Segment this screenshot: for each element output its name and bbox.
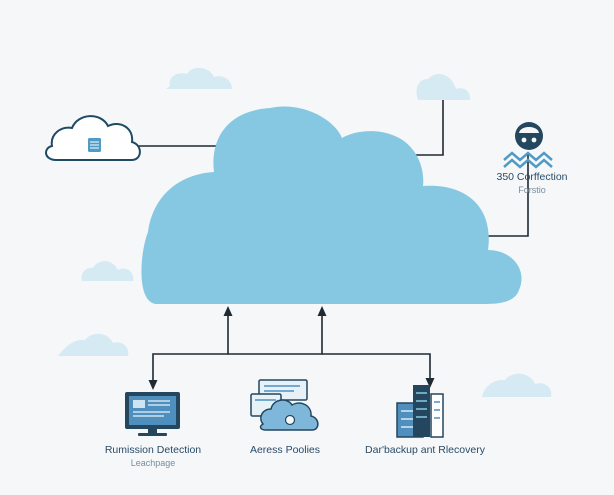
background-cloud-icon: [58, 333, 129, 356]
connector-detection: [152, 315, 229, 383]
arrow-down-icon: [425, 378, 435, 388]
detection-title: Rumission Detection: [104, 444, 202, 456]
connector-backup: [322, 353, 431, 380]
connector-access: [228, 315, 323, 355]
connector-lines: [137, 100, 529, 383]
background-cloud-icon: [166, 67, 232, 89]
arrowheads: [148, 306, 435, 390]
access-title: Aeress Poolies: [249, 444, 321, 456]
connection-title: 350 Corffection: [496, 171, 568, 183]
cloud-storage-icon: [45, 115, 141, 161]
cloud-window-icon: [250, 379, 319, 431]
connector-connection: [488, 153, 529, 237]
arrow-up-icon: [317, 306, 327, 316]
background-cloud-icon: [81, 261, 134, 281]
arrow-down-icon: [148, 380, 158, 390]
detection-subtitle: Leachpage: [130, 458, 176, 468]
main-cloud: [141, 106, 522, 305]
connector-top-right: [410, 100, 444, 156]
background-cloud-icon: [416, 74, 471, 100]
server-rack-icon: [396, 385, 444, 438]
backup-title: Dar'backup ant Rlecovery: [365, 444, 485, 456]
network-user-icon: [503, 122, 553, 169]
arrow-up-icon: [223, 306, 233, 316]
monitor-icon: [125, 392, 180, 436]
connection-subtitle: Forstio: [518, 185, 546, 195]
background-cloud-icon: [482, 373, 552, 397]
